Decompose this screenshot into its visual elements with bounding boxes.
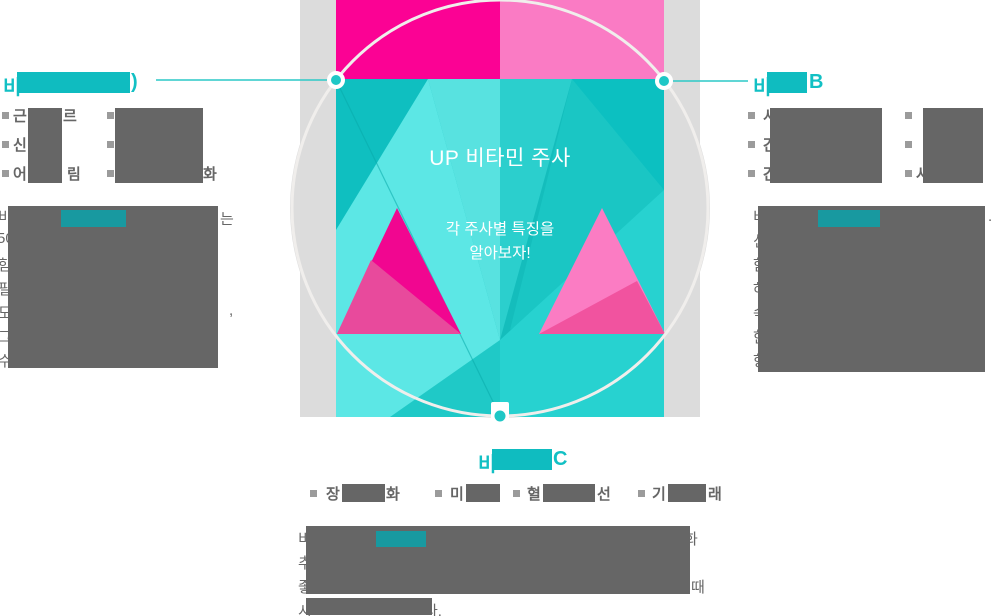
- redacted-paragraph-block: [306, 598, 432, 615]
- section-vitamin-left: 비 ) 근 르 신 어 림 화 비 50 함 필 도 그 수 는 ,: [0, 60, 245, 380]
- bullet-square-icon: [107, 141, 114, 148]
- bullet-fragment: 르: [63, 108, 77, 125]
- bullet-fragment: 선: [597, 486, 611, 503]
- bullet-fragment: 래: [708, 486, 722, 503]
- center-subtitle-line1: 각 주사별 특징을: [445, 221, 555, 238]
- bullet-fragment: 어: [13, 166, 27, 183]
- redacted-title-block: [767, 72, 807, 93]
- left-node-dot: [327, 71, 345, 89]
- redacted-highlight-block: [61, 210, 126, 227]
- bullet-fragment: 장: [326, 486, 340, 503]
- section-vitamin-right: 비 B 서 간 간 사 비 신 함 하 속 한 항 .: [745, 60, 1000, 380]
- body-fragment: 도: [0, 305, 12, 322]
- bullet-square-icon: [905, 112, 912, 119]
- redacted-text-block: [342, 484, 385, 502]
- bullet-square-icon: [2, 141, 9, 148]
- redacted-text-block: [923, 108, 983, 183]
- redacted-text-block: [543, 484, 595, 502]
- bullet-square-icon: [748, 170, 755, 177]
- bullet-square-icon: [748, 112, 755, 119]
- bullet-square-icon: [638, 490, 645, 497]
- redacted-paragraph-block: [306, 526, 690, 594]
- center-title: UP 비타민 주사: [429, 147, 571, 170]
- center-subtitle: 각 주사별 특징을 알아보자!: [336, 218, 664, 266]
- bullet-fragment: 기: [652, 486, 666, 503]
- redacted-text-block: [115, 108, 203, 183]
- section-title-trail: ): [131, 71, 138, 93]
- bullet-square-icon: [107, 170, 114, 177]
- bullet-square-icon: [905, 170, 912, 177]
- body-fragment: 는: [220, 211, 234, 228]
- bullet-square-icon: [2, 112, 9, 119]
- redacted-text-block: [28, 108, 62, 183]
- right-node-dot: [655, 72, 673, 90]
- redacted-highlight-block: [376, 531, 426, 547]
- bottom-node-dot: [491, 402, 509, 430]
- center-subtitle-line2: 알아보자!: [469, 245, 531, 262]
- body-fragment: 필: [0, 281, 12, 298]
- bullet-square-icon: [107, 112, 114, 119]
- right-gray-panel: [664, 0, 700, 417]
- left-gray-panel: [300, 0, 336, 417]
- redacted-text-block: [770, 108, 882, 183]
- bullet-fragment: 혈: [527, 486, 541, 503]
- section-title-lead: 비: [753, 77, 772, 99]
- bullet-square-icon: [748, 141, 755, 148]
- section-title-lead: 비: [3, 77, 22, 99]
- bullet-square-icon: [513, 490, 520, 497]
- bullet-square-icon: [310, 490, 317, 497]
- redacted-title-block: [17, 72, 130, 93]
- bullet-fragment: 미: [450, 486, 464, 503]
- pink-band-left: [336, 0, 500, 79]
- bullet-square-icon: [435, 490, 442, 497]
- body-fragment: 수: [0, 353, 12, 370]
- body-fragment: 비: [0, 209, 12, 226]
- redacted-paragraph-block: [8, 206, 218, 368]
- body-fragment: ,: [229, 302, 234, 319]
- pink-band-right: [500, 0, 664, 79]
- redacted-highlight-block: [818, 210, 880, 227]
- right-pink-triangle: [539, 208, 665, 334]
- bullet-fragment: 근: [13, 108, 27, 125]
- redacted-text-block: [668, 484, 706, 502]
- left-pink-triangle: [337, 208, 461, 334]
- section-title-lead: 비: [478, 454, 497, 476]
- redacted-title-block: [492, 449, 552, 470]
- body-fragment: 함: [0, 257, 12, 274]
- bullet-square-icon: [905, 141, 912, 148]
- section-title-trail: B: [809, 71, 824, 93]
- bullet-fragment: 화: [386, 486, 400, 503]
- section-title-trail: C: [553, 448, 568, 470]
- bullet-square-icon: [2, 170, 9, 177]
- bullet-fragment: 신: [13, 137, 27, 154]
- body-fragment: 그: [0, 329, 12, 346]
- bullet-fragment: 화: [203, 166, 217, 183]
- section-vitamin-bottom: 비 C 장 화 미 혈 선 기 래 비 추 좋 시 화 때 다.: [280, 440, 740, 616]
- redacted-paragraph-block: [758, 206, 985, 372]
- body-fragment: 때: [691, 579, 705, 596]
- redacted-text-block: [466, 484, 500, 502]
- body-fragment: .: [988, 208, 993, 225]
- bullet-fragment: 림: [67, 166, 81, 183]
